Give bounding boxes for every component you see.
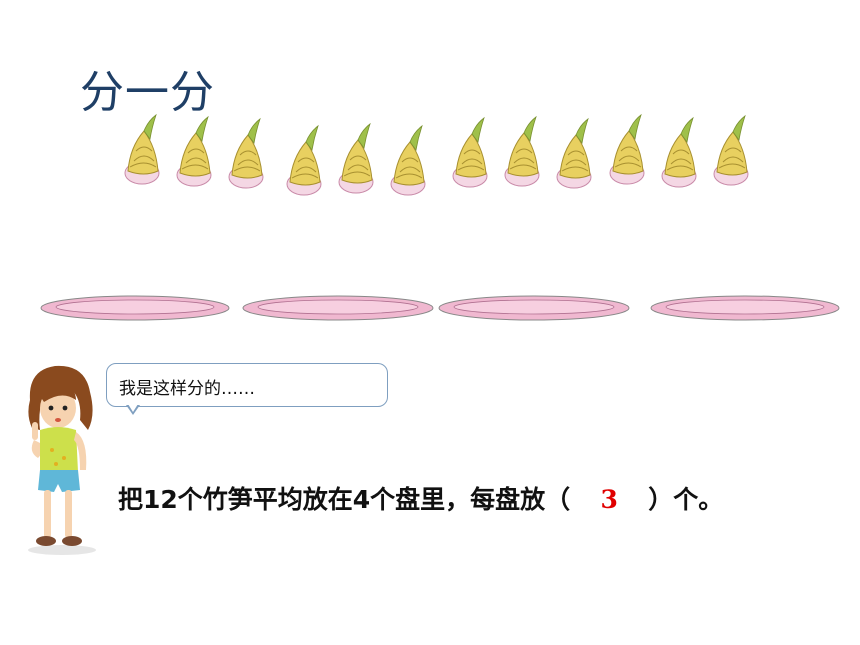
page-title: 分一分: [80, 67, 215, 118]
bamboo-shoot: [659, 116, 703, 190]
sentence-after: ）个。: [648, 485, 724, 514]
speech-bubble-tail-fill: [128, 404, 138, 412]
plate: [438, 293, 630, 323]
plate: [40, 293, 230, 323]
speech-bubble-text: 我是这样分的……: [119, 379, 255, 399]
bamboo-shoot: [554, 117, 598, 191]
division-sentence: 把12个竹笋平均放在4个盘里，每盘放（ 3 ）个。: [118, 480, 723, 516]
bamboo-shoot: [607, 113, 651, 187]
girl-illustration: [28, 365, 96, 555]
speech-bubble: 我是这样分的……: [106, 363, 388, 407]
bamboo-shoot: [284, 124, 328, 198]
sentence-before: 把12个竹笋平均放在4个盘里，每盘放（: [118, 485, 571, 514]
bamboo-shoot: [450, 116, 494, 190]
bamboo-shoot: [336, 122, 380, 196]
bamboo-shoot: [711, 114, 755, 188]
bamboo-shoot: [174, 115, 218, 189]
plate: [242, 293, 434, 323]
bamboo-shoot: [388, 124, 432, 198]
bamboo-shoot: [502, 115, 546, 189]
plate: [650, 293, 840, 323]
bamboo-shoot: [122, 113, 166, 187]
bamboo-shoot: [226, 117, 270, 191]
answer-value: 3: [600, 485, 618, 514]
